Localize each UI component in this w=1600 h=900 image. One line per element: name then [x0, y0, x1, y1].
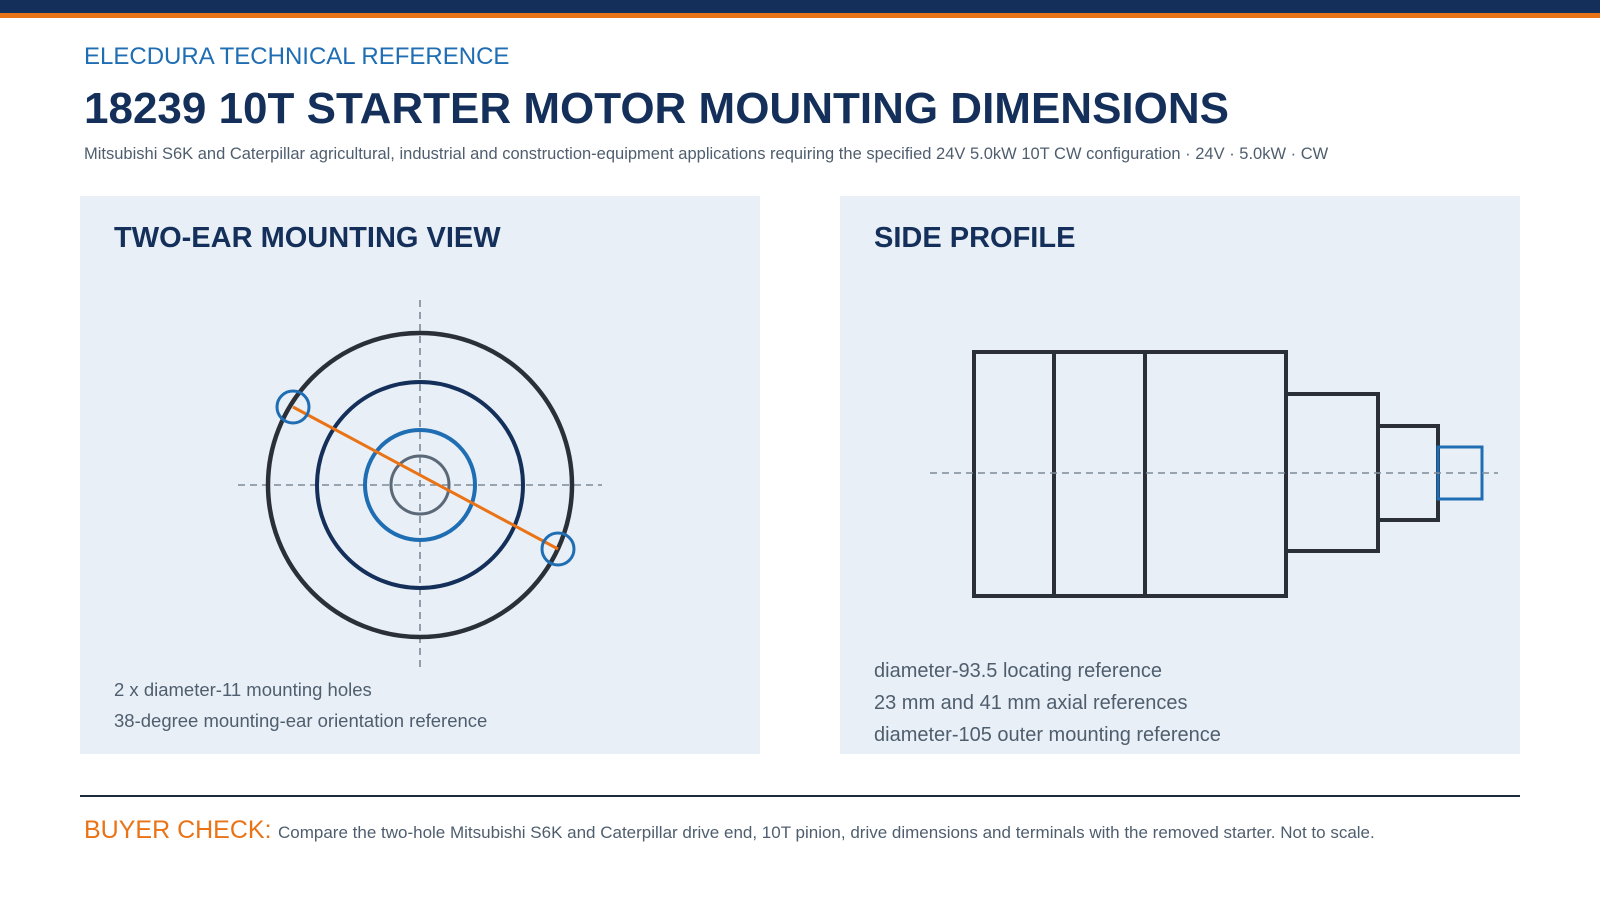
locating-spigot-circle — [363, 428, 477, 542]
profile-note: 23 mm and 41 mm axial references — [874, 692, 1188, 714]
page-title: 18239 10T STARTER MOTOR MOUNTING DIMENSI… — [84, 84, 1229, 133]
brand-label: ELECDURA TECHNICAL REFERENCE — [84, 43, 510, 70]
footer-divider — [80, 795, 1520, 797]
top-accent-stripe — [0, 13, 1600, 18]
page-subtitle: Mitsubishi S6K and Caterpillar agricultu… — [84, 145, 1329, 163]
mounting-note: 2 x diameter-11 mounting holes — [114, 679, 372, 700]
top-banner-bar — [0, 0, 1600, 13]
housing-circle — [315, 380, 525, 590]
mounting-note: 38-degree mounting-ear orientation refer… — [114, 710, 488, 731]
buyer-check-label: BUYER CHECK: — [84, 816, 272, 844]
mounting-hole-upper-left — [275, 389, 311, 425]
motor-body-outline — [972, 350, 1288, 598]
profile-note: diameter-105 outer mounting reference — [874, 724, 1221, 746]
mounting-view-title: TWO-EAR MOUNTING VIEW — [114, 222, 501, 254]
side-profile-diagram — [930, 350, 1498, 598]
mounting-view-diagram — [238, 300, 602, 668]
profile-note: diameter-93.5 locating reference — [874, 660, 1162, 682]
outer-flange-circle — [265, 330, 575, 640]
side-profile-notes: diameter-93.5 locating reference 23 mm a… — [874, 655, 1221, 751]
buyer-check-text: Compare the two-hole Mitsubishi S6K and … — [278, 823, 1375, 842]
side-profile-panel: SIDE PROFILE diameter-93.5 locating refe… — [840, 196, 1520, 754]
mounting-view-panel: TWO-EAR MOUNTING VIEW 2 x diameter-11 mo… — [80, 196, 760, 754]
buyer-check: BUYER CHECK: Compare the two-hole Mitsub… — [84, 816, 1375, 845]
mounting-hole-lower-right — [540, 531, 576, 567]
shaft-circle — [389, 454, 451, 516]
side-profile-title: SIDE PROFILE — [874, 222, 1076, 254]
mounting-view-notes: 2 x diameter-11 mounting holes 38-degree… — [114, 674, 487, 736]
mounting-ear-orientation-line — [292, 405, 559, 551]
